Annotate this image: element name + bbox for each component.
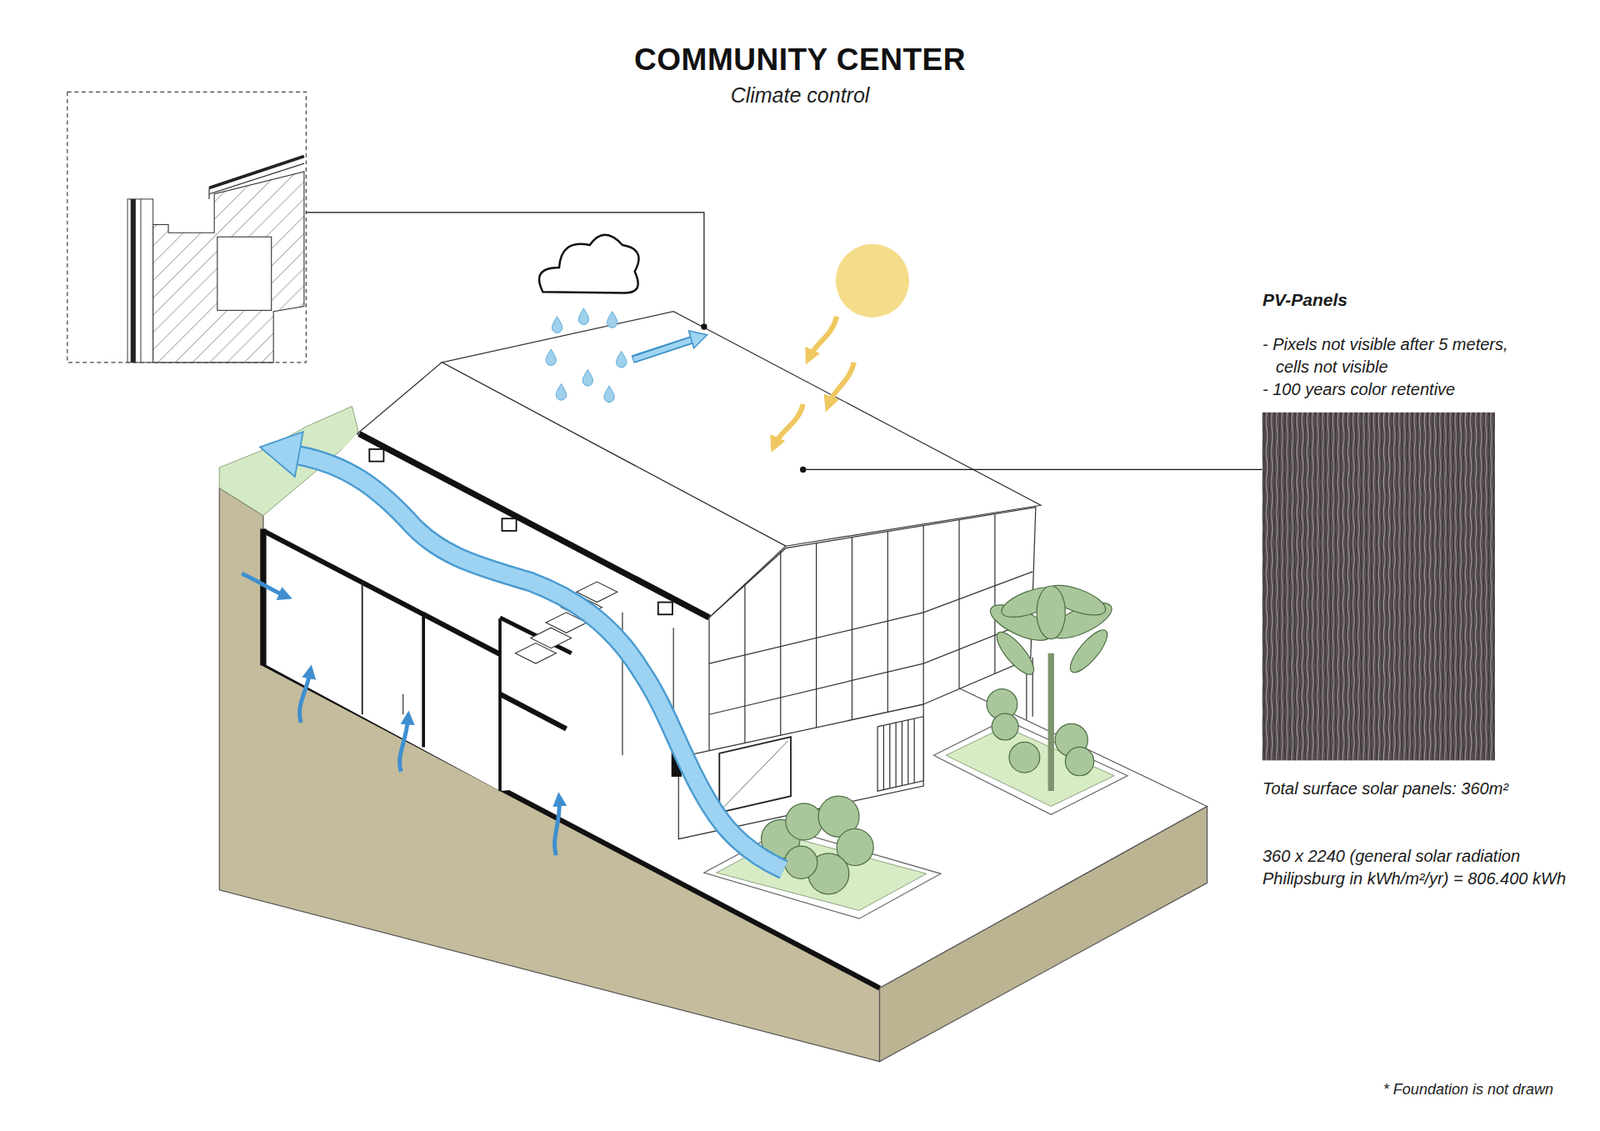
glass-facade bbox=[815, 543, 817, 730]
building-section bbox=[361, 581, 364, 715]
roof-detail bbox=[140, 199, 141, 363]
building-section bbox=[501, 518, 516, 531]
building-section bbox=[658, 602, 673, 615]
surface-note: Total surface solar panels: 360m² bbox=[1262, 777, 1513, 800]
title: COMMUNITY CENTER bbox=[634, 40, 966, 80]
leader-dot bbox=[800, 466, 806, 473]
trees bbox=[785, 845, 818, 879]
air-inlet-arrows bbox=[241, 573, 286, 596]
sun bbox=[809, 316, 837, 358]
building-section bbox=[357, 362, 786, 618]
trees bbox=[1036, 585, 1065, 640]
glass-facade bbox=[780, 550, 781, 738]
footnote: * Foundation is not drawn bbox=[1383, 1080, 1554, 1100]
rain-cloud bbox=[539, 235, 708, 403]
building-section bbox=[402, 694, 404, 715]
calculation-note: 360 x 2240 (general solar radiation Phil… bbox=[1262, 845, 1567, 890]
sun bbox=[835, 244, 910, 318]
rain-cloud bbox=[616, 350, 627, 368]
leader-dot bbox=[700, 323, 707, 330]
glass-facade bbox=[907, 719, 909, 784]
air-inlet-arrows bbox=[400, 717, 409, 772]
sun bbox=[828, 362, 855, 405]
airflow-arrow bbox=[260, 431, 784, 870]
sun bbox=[774, 316, 855, 445]
airflow-arrow bbox=[260, 431, 303, 477]
trees bbox=[991, 713, 1019, 740]
rain-cloud bbox=[633, 340, 692, 360]
rain-cloud bbox=[607, 311, 618, 329]
glass-facade bbox=[877, 716, 924, 791]
glass-facade bbox=[709, 620, 1032, 715]
building-section bbox=[498, 618, 502, 791]
rain-cloud bbox=[539, 235, 640, 294]
bullet-note: - Pixels not visible after 5 meters, cel… bbox=[1262, 333, 1526, 379]
roof-detail bbox=[130, 199, 136, 363]
building-section bbox=[500, 694, 567, 730]
sun bbox=[774, 244, 910, 445]
rain-cloud bbox=[555, 384, 566, 401]
roof-detail bbox=[67, 91, 307, 362]
trees bbox=[785, 803, 823, 840]
ground-block bbox=[880, 805, 1208, 1061]
glass-facade bbox=[709, 571, 1033, 664]
glass-facade bbox=[883, 725, 885, 790]
rain-cloud bbox=[551, 316, 562, 334]
section-heading: PV-Panels bbox=[1262, 288, 1348, 311]
glass-facade bbox=[901, 721, 903, 786]
air-inlet-arrows bbox=[241, 573, 560, 855]
rain-cloud bbox=[545, 349, 556, 366]
roof-detail bbox=[209, 163, 305, 195]
airflow-arrow bbox=[298, 455, 785, 870]
trees bbox=[1048, 653, 1055, 791]
glass-facade bbox=[914, 718, 915, 783]
planters bbox=[933, 719, 1128, 815]
roof-detail bbox=[217, 236, 272, 310]
rain-cloud bbox=[582, 369, 593, 386]
glass-facade bbox=[722, 740, 788, 809]
planters bbox=[704, 719, 1128, 919]
roof-detail bbox=[67, 91, 307, 362]
leader-line bbox=[803, 469, 1263, 470]
rain-cloud bbox=[689, 330, 708, 349]
bullet-note: - 100 years color retentive bbox=[1262, 378, 1526, 401]
roof-detail bbox=[208, 187, 210, 199]
air-inlet-arrows bbox=[300, 671, 311, 723]
roof-detail bbox=[209, 155, 305, 188]
glass-facade bbox=[709, 514, 1033, 747]
roof-detail bbox=[127, 199, 154, 363]
building-section bbox=[369, 449, 384, 462]
air-inlet-arrows bbox=[555, 799, 560, 855]
glass-facade bbox=[744, 584, 745, 748]
rain-cloud bbox=[604, 385, 615, 403]
building-section bbox=[260, 528, 266, 665]
glass-facade bbox=[994, 514, 995, 674]
trees bbox=[1009, 741, 1040, 773]
sun bbox=[774, 404, 803, 445]
building-section bbox=[421, 614, 425, 747]
glass-facade bbox=[887, 531, 889, 713]
glass-facade bbox=[719, 736, 791, 813]
trees bbox=[760, 579, 1116, 895]
glass-facade bbox=[923, 525, 925, 705]
trees bbox=[1065, 625, 1114, 678]
trees bbox=[1065, 746, 1094, 775]
airflow-arrow bbox=[298, 455, 785, 870]
trees bbox=[990, 626, 1040, 680]
pv-panel-texture bbox=[1262, 412, 1495, 761]
leader-line bbox=[305, 212, 1262, 470]
leader-line bbox=[305, 212, 705, 324]
subtitle: Climate control bbox=[730, 81, 870, 110]
rain-cloud bbox=[578, 308, 589, 325]
glass-facade bbox=[958, 519, 960, 689]
rain-cloud bbox=[632, 340, 692, 360]
building-section bbox=[263, 311, 1041, 792]
roof-detail bbox=[153, 171, 305, 363]
rain-cloud bbox=[545, 308, 627, 403]
glass-facade bbox=[671, 507, 1036, 840]
planters bbox=[945, 726, 1115, 807]
glass-facade bbox=[889, 723, 890, 788]
glass-facade bbox=[895, 722, 896, 787]
